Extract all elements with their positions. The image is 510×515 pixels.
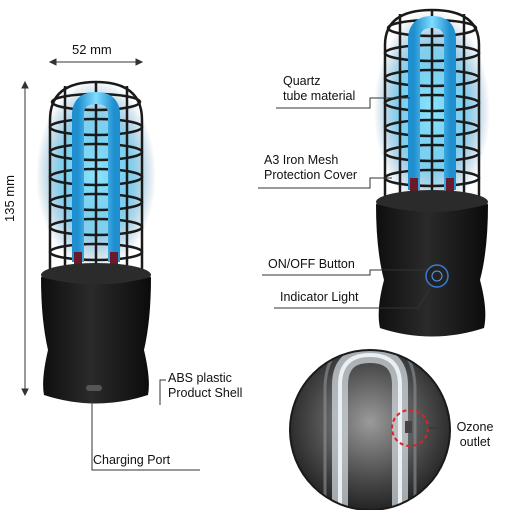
ozone-zoom-circle: [289, 349, 451, 511]
callout-shell-text: ABS plastic Product Shell: [168, 371, 243, 400]
on-off-button: [425, 264, 449, 288]
callout-quartz-text: Quartz tube material: [283, 74, 356, 103]
left-device: [36, 80, 156, 404]
callout-shell: ABS plastic Product Shell: [168, 371, 242, 401]
uv-tube-left: [72, 91, 120, 262]
left-cage: [48, 80, 144, 275]
height-dimension-label: 135 mm: [2, 175, 17, 222]
width-dimension-label: 52 mm: [72, 42, 112, 57]
callout-charging: Charging Port: [93, 453, 171, 467]
right-device: [374, 8, 490, 337]
charging-port: [86, 385, 102, 391]
callout-quartz: Quartz tube material: [283, 74, 355, 104]
right-cage: [383, 8, 481, 200]
uv-tube-right: [408, 15, 456, 190]
callout-mesh-text: A3 Iron Mesh Protection Cover: [264, 153, 358, 182]
callout-ozone: Ozone outlet: [448, 420, 502, 450]
tube-pin-left-b: [110, 252, 118, 268]
callout-on-off: ON/OFF Button: [268, 257, 355, 271]
dimension-lines: [21, 58, 144, 397]
left-body: [41, 277, 151, 404]
leader-lines: [91, 97, 446, 471]
callout-ozone-text: Ozone outlet: [456, 420, 494, 449]
callout-indicator: Indicator Light: [280, 290, 359, 304]
tube-pin-left-a: [74, 252, 82, 268]
callout-mesh: A3 Iron Mesh Protection Cover: [264, 153, 357, 183]
